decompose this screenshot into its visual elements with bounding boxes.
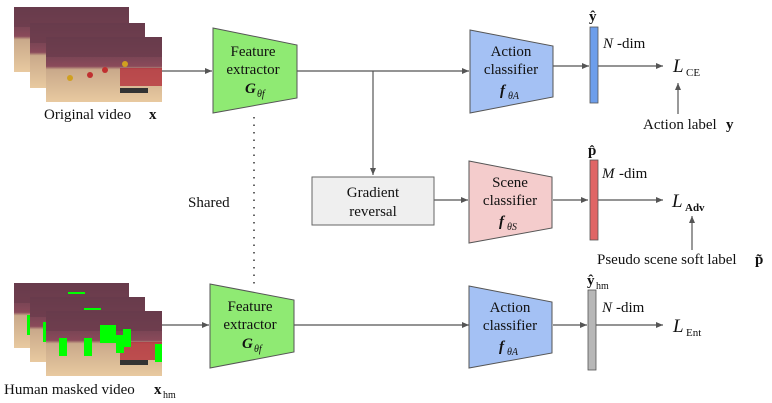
scene-classifier-line2: classifier	[483, 193, 537, 209]
gradient-reversal-line1: Gradient	[347, 185, 400, 201]
scene-classifier-line1: Scene	[492, 175, 528, 191]
feature-extractor-line1: Feature	[228, 299, 273, 315]
scene-classifier: Scene classifier f θS	[468, 160, 553, 244]
human-mask	[155, 344, 162, 362]
loss-ent-subscript: Ent	[686, 327, 701, 339]
feature-extractor-top: Feature extractor G θf	[212, 27, 298, 114]
feature-extractor-bottom: Feature extractor G θf	[209, 283, 295, 369]
output-masked-subscript: hm	[596, 281, 609, 292]
feature-extractor-line2: extractor	[223, 317, 276, 333]
output-scene-dim-suffix: -dim	[619, 166, 648, 182]
scene-classifier-symbol: f	[499, 214, 506, 230]
original-video-symbol: x	[149, 107, 157, 123]
feature-extractor-shape	[212, 27, 298, 114]
action-classifier-line1: Action	[491, 44, 532, 60]
action-classifier-subscript: θA	[507, 347, 519, 358]
action-classifier-shape	[469, 29, 554, 114]
masked-video-subscript: hm	[163, 390, 176, 401]
loss-ent: L Ent	[672, 316, 701, 339]
output-action-symbol: ŷ	[589, 9, 597, 25]
scene-label: Pseudo scene soft label p̃	[597, 252, 763, 268]
scene-classifier-subscript: θS	[507, 222, 517, 233]
feature-extractor-symbol: G	[242, 336, 253, 352]
action-classifier-line2: classifier	[484, 62, 538, 78]
feature-extractor-subscript: θf	[254, 344, 263, 355]
video-frame	[46, 37, 162, 102]
scene-label-text: Pseudo scene soft label	[597, 252, 737, 268]
output-action-dim-var: N	[602, 36, 614, 52]
feature-extractor-symbol: G	[245, 81, 256, 97]
output-scene-symbol: p̂	[588, 143, 596, 159]
loss-adv-subscript: Adv	[685, 202, 705, 214]
loss-ce-subscript: CE	[686, 67, 700, 79]
action-label-symbol: y	[726, 117, 734, 133]
gradient-reversal-line2: reversal	[349, 204, 396, 220]
output-action: ŷ N -dim	[589, 9, 646, 104]
feature-extractor-line1: Feature	[231, 44, 276, 60]
action-classifier-shape	[468, 285, 553, 369]
output-scene: p̂ M -dim	[588, 143, 648, 241]
masked-video-symbol: x	[154, 382, 162, 398]
video-frame	[46, 311, 162, 376]
human-mask	[100, 325, 108, 343]
action-classifier-line1: Action	[490, 300, 531, 316]
output-action-dim-suffix: -dim	[617, 36, 646, 52]
gradient-reversal-shape	[311, 176, 435, 226]
human-mask	[59, 338, 67, 356]
human-mask	[84, 338, 92, 356]
loss-adv: L Adv	[671, 191, 705, 214]
loss-adv-symbol: L	[671, 191, 683, 212]
feature-extractor-shape	[209, 283, 295, 369]
action-classifier-symbol: f	[499, 339, 506, 355]
original-video-label: Original video	[44, 107, 131, 123]
action-label-text: Action label	[643, 117, 717, 133]
action-classifier-subscript: θA	[508, 91, 520, 102]
scene-classifier-shape	[468, 160, 553, 244]
loss-ent-symbol: L	[672, 316, 684, 337]
action-classifier-bottom: Action classifier f θA	[468, 285, 553, 369]
action-label: Action label y	[643, 117, 734, 133]
scene-label-symbol: p̃	[755, 252, 763, 268]
output-masked-dim-suffix: -dim	[616, 300, 645, 316]
output-scene-dim-var: M	[601, 166, 616, 182]
feature-extractor-line2: extractor	[226, 62, 279, 78]
action-classifier-symbol: f	[500, 83, 507, 99]
human-mask	[116, 335, 124, 353]
action-classifier-line2: classifier	[483, 318, 537, 334]
original-video-frames	[14, 7, 162, 102]
masked-video-label: Human masked video	[4, 382, 135, 398]
output-action-vector	[589, 26, 599, 104]
output-masked: ŷ hm N -dim	[587, 273, 645, 371]
loss-ce-symbol: L	[672, 56, 684, 77]
output-masked-vector	[587, 289, 597, 371]
output-masked-dim-var: N	[601, 300, 613, 316]
loss-ce: L CE	[672, 56, 700, 79]
masked-video-frames	[14, 283, 162, 376]
human-mask	[123, 329, 131, 347]
action-classifier-top: Action classifier f θA	[469, 29, 554, 114]
human-mask	[108, 325, 116, 343]
connectors	[162, 63, 695, 328]
output-masked-symbol: ŷ	[587, 273, 595, 289]
shared-label: Shared	[188, 195, 230, 211]
gradient-reversal-box: Gradient reversal	[311, 176, 435, 226]
feature-extractor-subscript: θf	[257, 89, 266, 100]
output-scene-vector	[589, 159, 599, 241]
